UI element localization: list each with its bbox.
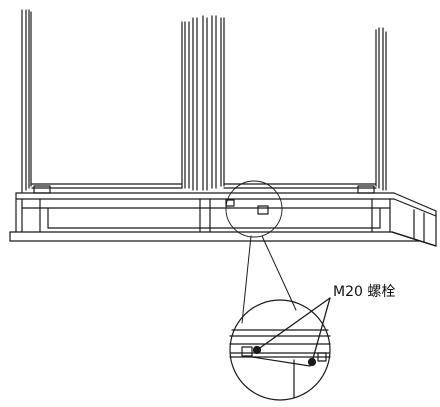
bolt-callout-label: M20 螺栓 <box>333 284 396 300</box>
detail-indicator-circle <box>225 180 283 238</box>
plinth-base-frame <box>9 192 437 247</box>
callout-leader-lines <box>241 235 297 324</box>
left-cabinet-wall <box>21 9 32 193</box>
bolt-marker-left <box>252 345 262 355</box>
bolt-pointer-lines <box>256 297 331 363</box>
door-bottom-rails <box>31 183 377 194</box>
bolt-marker-right <box>307 357 317 367</box>
center-door-posts <box>181 15 225 191</box>
right-cabinet-wall <box>375 27 387 191</box>
